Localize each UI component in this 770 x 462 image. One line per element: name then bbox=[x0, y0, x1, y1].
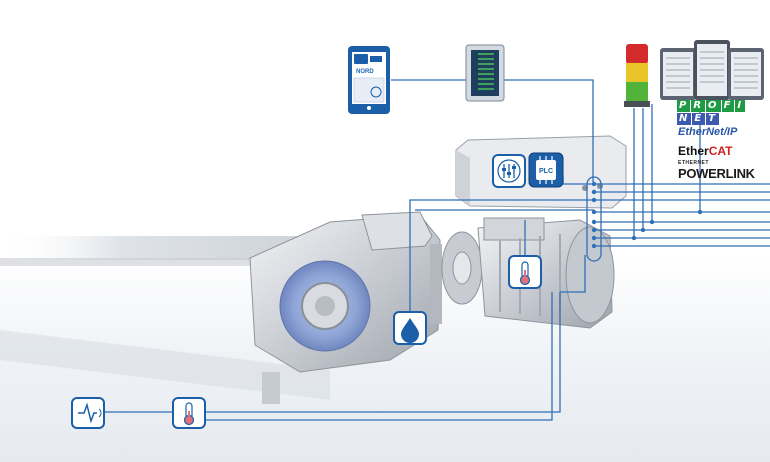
gearbox bbox=[249, 211, 442, 373]
profinet-letter: P bbox=[677, 100, 691, 112]
conveyor bbox=[0, 236, 330, 404]
powerlink-small-label: ETHERNET bbox=[678, 160, 709, 166]
profinet-letter: R bbox=[691, 100, 706, 112]
profinet-letter: T bbox=[706, 113, 720, 125]
ethercat-prefix: Ether bbox=[678, 144, 709, 158]
signal-tower-icon bbox=[624, 44, 650, 107]
junction-dots bbox=[591, 181, 703, 249]
ethernet-ip-logo: EtherNet/IP bbox=[678, 126, 738, 138]
plc-servers-icon bbox=[660, 40, 764, 100]
connection-lines bbox=[104, 74, 770, 421]
vibration-sensor-icon bbox=[71, 397, 105, 429]
profinet-letter: E bbox=[692, 113, 706, 125]
powerlink-logo: POWERLINK bbox=[678, 166, 755, 181]
drive-settings-icon bbox=[492, 154, 526, 188]
tablet-app-icon bbox=[348, 46, 390, 114]
tablet-brand-label: NORD bbox=[356, 69, 374, 75]
parameter-box-icon bbox=[465, 44, 505, 102]
ethercat-logo: EtherCAT bbox=[678, 144, 732, 158]
plc-icon: PLC bbox=[528, 152, 564, 188]
svg-text:PLC: PLC bbox=[539, 168, 553, 175]
profinet-letter: I bbox=[735, 100, 746, 112]
ethercat-suffix: CAT bbox=[708, 144, 733, 158]
motor bbox=[441, 217, 615, 329]
oil-level-icon bbox=[393, 311, 427, 345]
motor-temperature-icon bbox=[508, 255, 542, 289]
gear-temperature-icon bbox=[172, 397, 206, 429]
profinet-letter: O bbox=[706, 100, 721, 112]
profinet-letter: N bbox=[677, 113, 692, 125]
profinet-letter: F bbox=[721, 100, 735, 112]
